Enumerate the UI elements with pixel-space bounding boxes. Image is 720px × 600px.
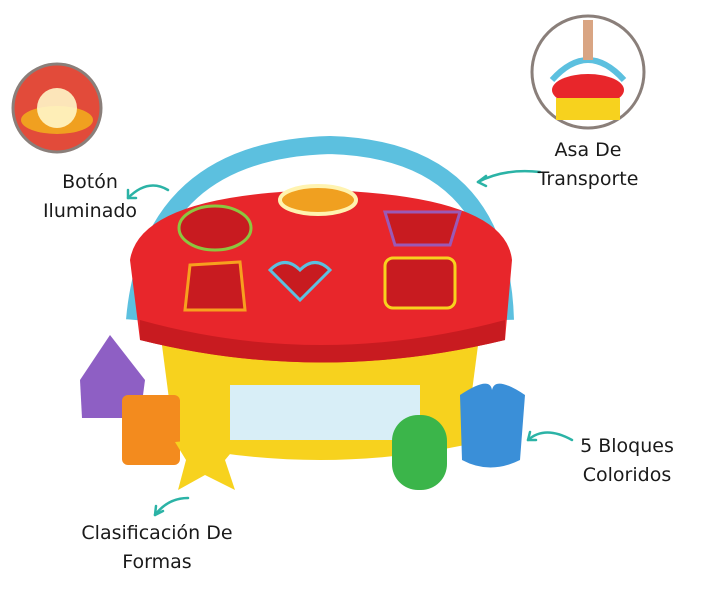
arrow-button (126, 184, 170, 200)
label-line: Formas (122, 551, 192, 573)
arrow-blocks (526, 431, 574, 442)
label-line: 5 Bloques (580, 435, 674, 457)
label-line: Transporte (537, 168, 639, 190)
label-line: Iluminado (42, 200, 138, 222)
orange-square-block (122, 395, 180, 465)
label-line: Botón (62, 171, 118, 193)
label-line: Asa De (554, 139, 622, 161)
button-closeup-circle (11, 62, 103, 154)
green-circle-block (392, 415, 447, 490)
annotation-arrows (126, 169, 574, 517)
label-carry-handle: Asa De Transporte (518, 136, 658, 194)
light-button (278, 184, 358, 216)
label-line: Clasificación De (81, 522, 233, 544)
handle-closeup-circle (530, 14, 646, 130)
arrow-sorting (153, 496, 190, 517)
label-illuminated-button: Botón Iluminado (20, 168, 160, 226)
label-line: Coloridos (582, 464, 672, 486)
yellow-star-block (175, 418, 240, 490)
label-shape-sorting: Clasificación De Formas (57, 519, 257, 577)
label-colored-blocks: 5 Bloques Coloridos (557, 432, 697, 490)
blue-heart-block (460, 383, 525, 468)
